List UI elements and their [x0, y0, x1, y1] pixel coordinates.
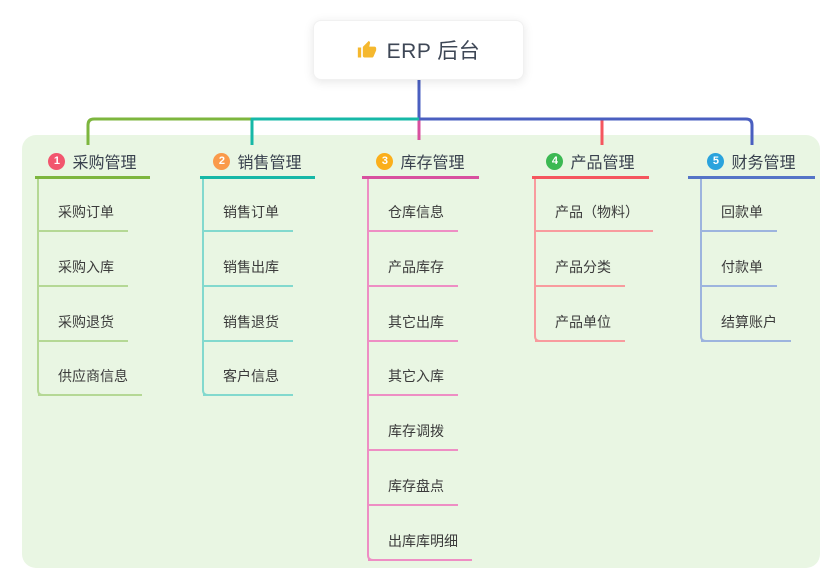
branch-3-child-6[interactable]: 库存盘点 — [368, 474, 458, 506]
root-node-label: ERP 后台 — [386, 40, 481, 63]
branch-5-child-3[interactable]: 结算账户 — [701, 310, 791, 342]
branch-2-number-badge: 2 — [213, 152, 231, 170]
background-panel — [22, 135, 820, 568]
branch-1-child-2[interactable]: 采购入库 — [38, 255, 128, 287]
branch-3-child-4[interactable]: 其它入库 — [368, 364, 458, 396]
branch-5-child-1[interactable]: 回款单 — [701, 200, 777, 232]
branch-2-child-1[interactable]: 销售订单 — [203, 200, 293, 232]
branch-3-child-7[interactable]: 出库库明细 — [368, 529, 472, 561]
branch-2-child-2[interactable]: 销售出库 — [203, 255, 293, 287]
branch-5-header[interactable]: 5 财务管理 — [688, 146, 815, 179]
branch-1-number-badge: 1 — [48, 152, 66, 170]
branch-3-child-2[interactable]: 产品库存 — [368, 255, 458, 287]
branch-1-child-4[interactable]: 供应商信息 — [38, 364, 142, 396]
branch-3-header[interactable]: 3 库存管理 — [362, 146, 479, 179]
branch-5-child-2[interactable]: 付款单 — [701, 255, 777, 287]
thumbs-up-icon — [357, 40, 376, 58]
branch-3-number-badge: 3 — [376, 152, 394, 170]
root-node[interactable]: ERP 后台 — [313, 20, 524, 80]
branch-1-child-3[interactable]: 采购退货 — [38, 310, 128, 342]
branch-4-number-badge: 4 — [546, 152, 564, 170]
branch-1-label: 采购管理 — [72, 155, 137, 172]
branch-5-number-badge: 5 — [707, 152, 725, 170]
branch-2-label: 销售管理 — [237, 155, 302, 172]
branch-3-child-5[interactable]: 库存调拨 — [368, 419, 458, 451]
branch-5-label: 财务管理 — [731, 155, 796, 172]
branch-3-child-1[interactable]: 仓库信息 — [368, 200, 458, 232]
branch-4-child-2[interactable]: 产品分类 — [535, 255, 625, 287]
branch-4-label: 产品管理 — [570, 155, 635, 172]
branch-2-child-3[interactable]: 销售退货 — [203, 310, 293, 342]
branch-4-child-1[interactable]: 产品（物料） — [535, 200, 653, 232]
branch-3-label: 库存管理 — [400, 155, 465, 172]
branch-2-child-4[interactable]: 客户信息 — [203, 364, 293, 396]
branch-1-header[interactable]: 1 采购管理 — [35, 146, 150, 179]
branch-4-child-3[interactable]: 产品单位 — [535, 310, 625, 342]
branch-3-child-3[interactable]: 其它出库 — [368, 310, 458, 342]
branch-2-header[interactable]: 2 销售管理 — [200, 146, 315, 179]
branch-4-header[interactable]: 4 产品管理 — [532, 146, 649, 179]
branch-1-child-1[interactable]: 采购订单 — [38, 200, 128, 232]
